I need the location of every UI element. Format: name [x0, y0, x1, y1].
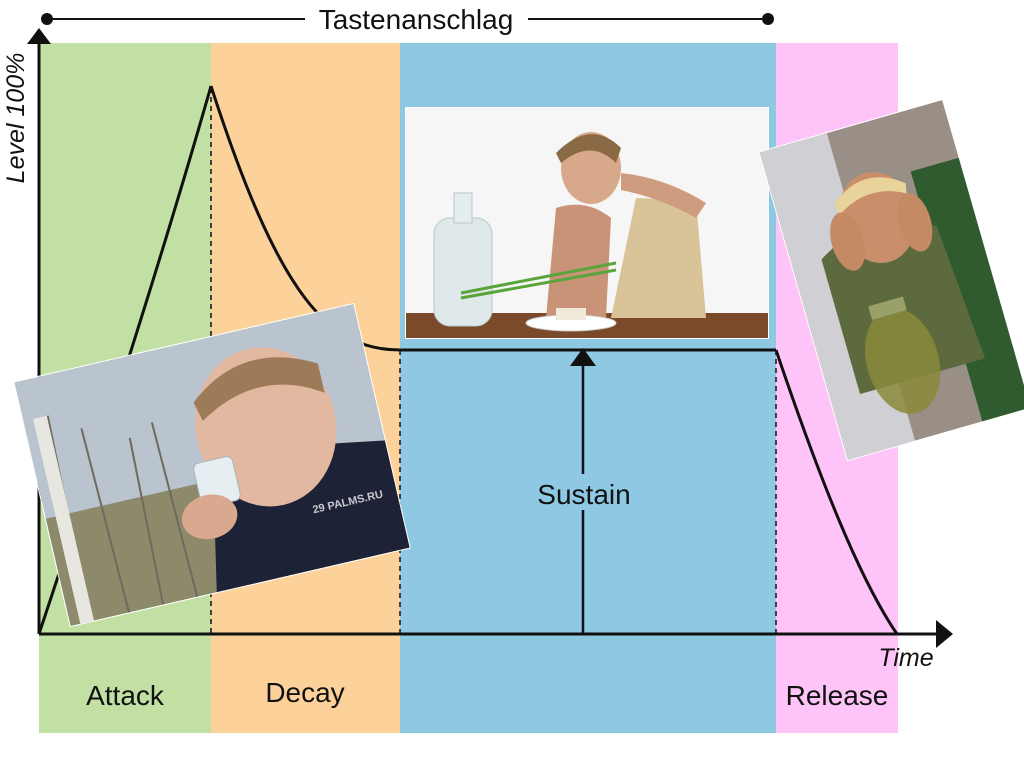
decay-label: Decay — [265, 677, 344, 708]
release-curve — [774, 349, 899, 635]
photo-sustain-image — [406, 108, 768, 338]
diagram-title: Tastenanschlag — [319, 4, 514, 35]
release-label: Release — [786, 680, 889, 711]
sustain-label: Sustain — [537, 479, 630, 510]
x-axis-arrow — [936, 620, 953, 648]
x-axis-label: Time — [878, 644, 933, 672]
y-axis-arrow — [27, 28, 51, 44]
photo-release-hangover — [759, 100, 1024, 460]
sustain-label-bg — [530, 474, 638, 510]
bracket-end-dot — [762, 13, 774, 25]
y-axis-label: Level 100% — [2, 53, 30, 184]
attack-label: Attack — [86, 680, 165, 711]
decay-curve — [209, 85, 401, 352]
photo-attack-drinking: 29 PALMS.RU — [14, 304, 410, 626]
photo-sustain-drinking — [406, 108, 768, 338]
photo-attack-image — [14, 304, 410, 626]
bracket-start-dot — [41, 13, 53, 25]
photo-release-image — [759, 100, 1024, 460]
sustain-arrow-head — [570, 348, 596, 366]
